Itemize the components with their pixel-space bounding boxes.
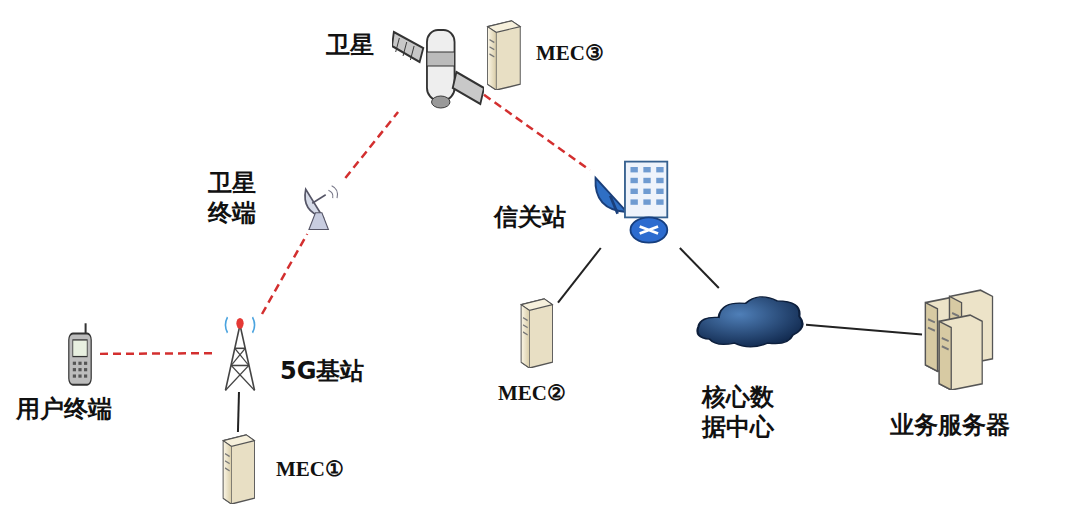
satellite-terminal: 卫星 终端 — [296, 178, 350, 234]
mec-server: MEC③ — [478, 18, 526, 90]
wired-link — [558, 248, 601, 303]
node-label: 卫星 — [326, 30, 374, 60]
gateway-station: 信关站 — [590, 158, 682, 248]
node-label: 5G基站 — [280, 356, 364, 386]
node-label: 业务服务器 — [890, 410, 1010, 440]
node-label: MEC① — [276, 456, 344, 482]
business-server-icon — [922, 286, 1008, 390]
mec-server-icon — [512, 296, 558, 368]
mec-server-icon — [478, 18, 526, 90]
node-label: 核心数 据中心 — [698, 382, 777, 442]
node-label: 用户终端 — [16, 394, 112, 424]
mec-server-icon — [214, 432, 260, 504]
base-station-icon — [214, 314, 266, 392]
business-server: 业务服务器 — [922, 286, 1008, 390]
node-label: MEC③ — [536, 40, 604, 66]
user-terminal-icon — [60, 322, 100, 386]
wired-link — [238, 392, 239, 432]
wireless-link — [262, 234, 307, 314]
wireless-link — [345, 112, 398, 178]
satellite-node-icon — [392, 12, 484, 112]
wireless-link — [100, 352, 214, 355]
mec-server: MEC② — [512, 296, 558, 368]
wireless-link — [484, 95, 590, 170]
core-data-center: 核心数 据中心 — [694, 288, 806, 352]
node-label: 信关站 — [494, 202, 566, 232]
node-label: MEC② — [498, 380, 566, 406]
wired-link — [680, 248, 719, 288]
user-terminal: 用户终端 — [60, 322, 100, 386]
satellite-node: 卫星 — [392, 12, 484, 112]
gateway-station-icon — [590, 158, 682, 248]
base-station: 5G基站 — [214, 314, 266, 392]
wired-link — [806, 325, 922, 335]
mec-server: MEC① — [214, 432, 260, 504]
satellite-terminal-icon — [296, 178, 350, 234]
core-data-center-icon — [694, 288, 806, 352]
node-label: 卫星 终端 — [204, 168, 259, 228]
